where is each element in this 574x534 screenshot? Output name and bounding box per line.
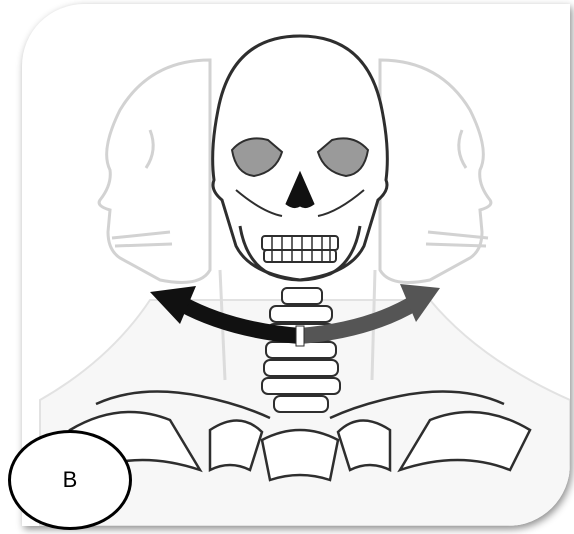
- figure-label: B: [63, 467, 78, 493]
- ghost-skull-left: [99, 60, 210, 282]
- skull-front: [213, 36, 388, 280]
- arrow-junction: [296, 326, 304, 346]
- ghost-skull-right: [380, 60, 491, 282]
- upper-teeth: [262, 236, 338, 250]
- cervical-spine: [262, 288, 340, 412]
- figure-label-circle: B: [8, 430, 132, 530]
- lower-teeth: [264, 250, 336, 262]
